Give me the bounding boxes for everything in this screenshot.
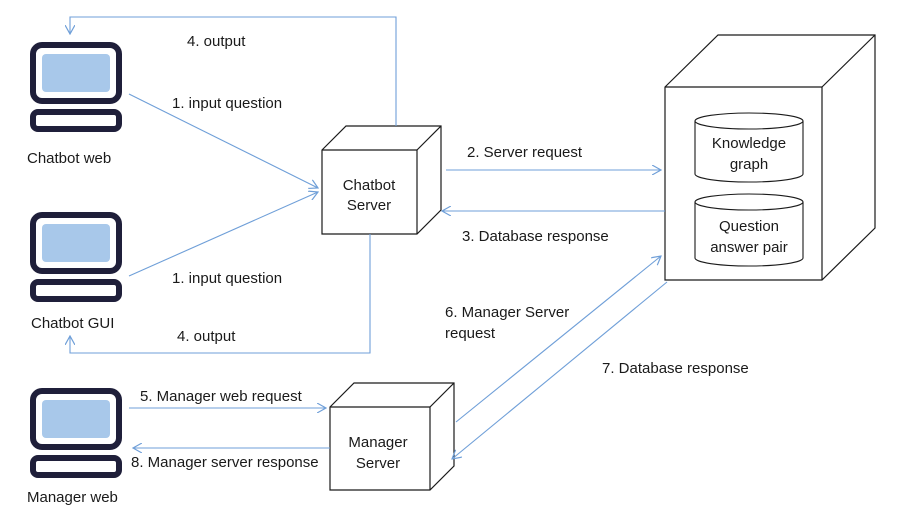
manager-server-box (329, 382, 455, 491)
edge-output-web (70, 16, 397, 126)
manager-server-label-line1: Manager (348, 434, 407, 451)
manager-web-monitor-icon (30, 388, 122, 478)
chatbot-web-label: Chatbot web (27, 150, 111, 167)
edge-manager-server-request-label-line2: request (445, 325, 496, 342)
edge-manager-server-request-label-line1: 6. Manager Server (445, 304, 569, 321)
qa-pair-label-line2: answer pair (710, 239, 788, 256)
edge-input-question-gui (128, 192, 318, 277)
knowledge-graph-database-icon (694, 112, 804, 183)
chatbot-web-monitor-icon (30, 42, 122, 132)
chatbot-server-label-line1: Chatbot (343, 177, 396, 194)
edge-manager-server-request (455, 256, 661, 423)
chatbot-gui-monitor-icon (30, 212, 122, 302)
chatbot-server-label-line2: Server (347, 197, 391, 214)
edge-input-question-web (128, 93, 318, 188)
knowledge-graph-label-line2: graph (730, 156, 768, 173)
edge-database-response-manager (452, 281, 668, 459)
edge-input-question-gui-label: 1. input question (172, 270, 282, 287)
qa-pair-database-icon (694, 193, 804, 267)
edge-manager-web-request-label: 5. Manager web request (140, 388, 303, 405)
edge-server-request-label: 2. Server request (467, 144, 583, 161)
chatbot-gui-label: Chatbot GUI (31, 315, 114, 332)
qa-pair-label-line1: Question (719, 218, 779, 235)
edge-database-response-manager-label: 7. Database response (602, 360, 749, 377)
edge-output-gui-label: 4. output (177, 328, 236, 345)
edge-input-question-web-label: 1. input question (172, 95, 282, 112)
knowledge-graph-label-line1: Knowledge (712, 135, 786, 152)
manager-web-label: Manager web (27, 489, 118, 506)
manager-server-label-line2: Server (356, 455, 400, 472)
edge-output-gui (70, 234, 371, 354)
edge-output-web-label: 4. output (187, 33, 246, 50)
edge-database-response-label: 3. Database response (462, 228, 609, 245)
edge-manager-server-response-label: 8. Manager server response (131, 454, 319, 471)
